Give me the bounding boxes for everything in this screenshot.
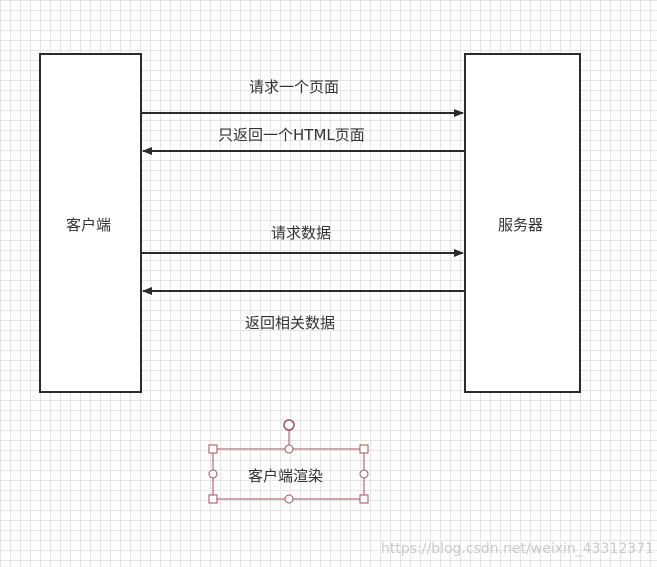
resize-handle-bottom[interactable] — [284, 494, 294, 504]
arrow-label-request-page: 请求一个页面 — [249, 78, 340, 96]
resize-handle-right[interactable] — [359, 469, 369, 479]
server-box[interactable] — [464, 53, 581, 393]
watermark: https://blog.csdn.net/weixin_43312371 — [381, 541, 655, 557]
resize-handle-top-left[interactable] — [208, 444, 218, 454]
resize-handle-top-right[interactable] — [359, 444, 369, 454]
selected-shape-label[interactable]: 客户端渲染 — [248, 467, 324, 485]
resize-handle-bottom-left[interactable] — [208, 494, 218, 504]
client-label: 客户端 — [66, 216, 112, 234]
resize-handle-bottom-right[interactable] — [359, 494, 369, 504]
resize-handle-top[interactable] — [284, 444, 294, 454]
arrow-label-return-data: 返回相关数据 — [245, 314, 336, 332]
arrow-label-request-data: 请求数据 — [271, 224, 332, 242]
resize-handle-left[interactable] — [208, 469, 218, 479]
arrow-label-return-html: 只返回一个HTML页面 — [218, 126, 365, 144]
client-box[interactable] — [39, 53, 142, 393]
rotate-handle[interactable] — [283, 419, 295, 431]
server-label: 服务器 — [498, 216, 544, 234]
